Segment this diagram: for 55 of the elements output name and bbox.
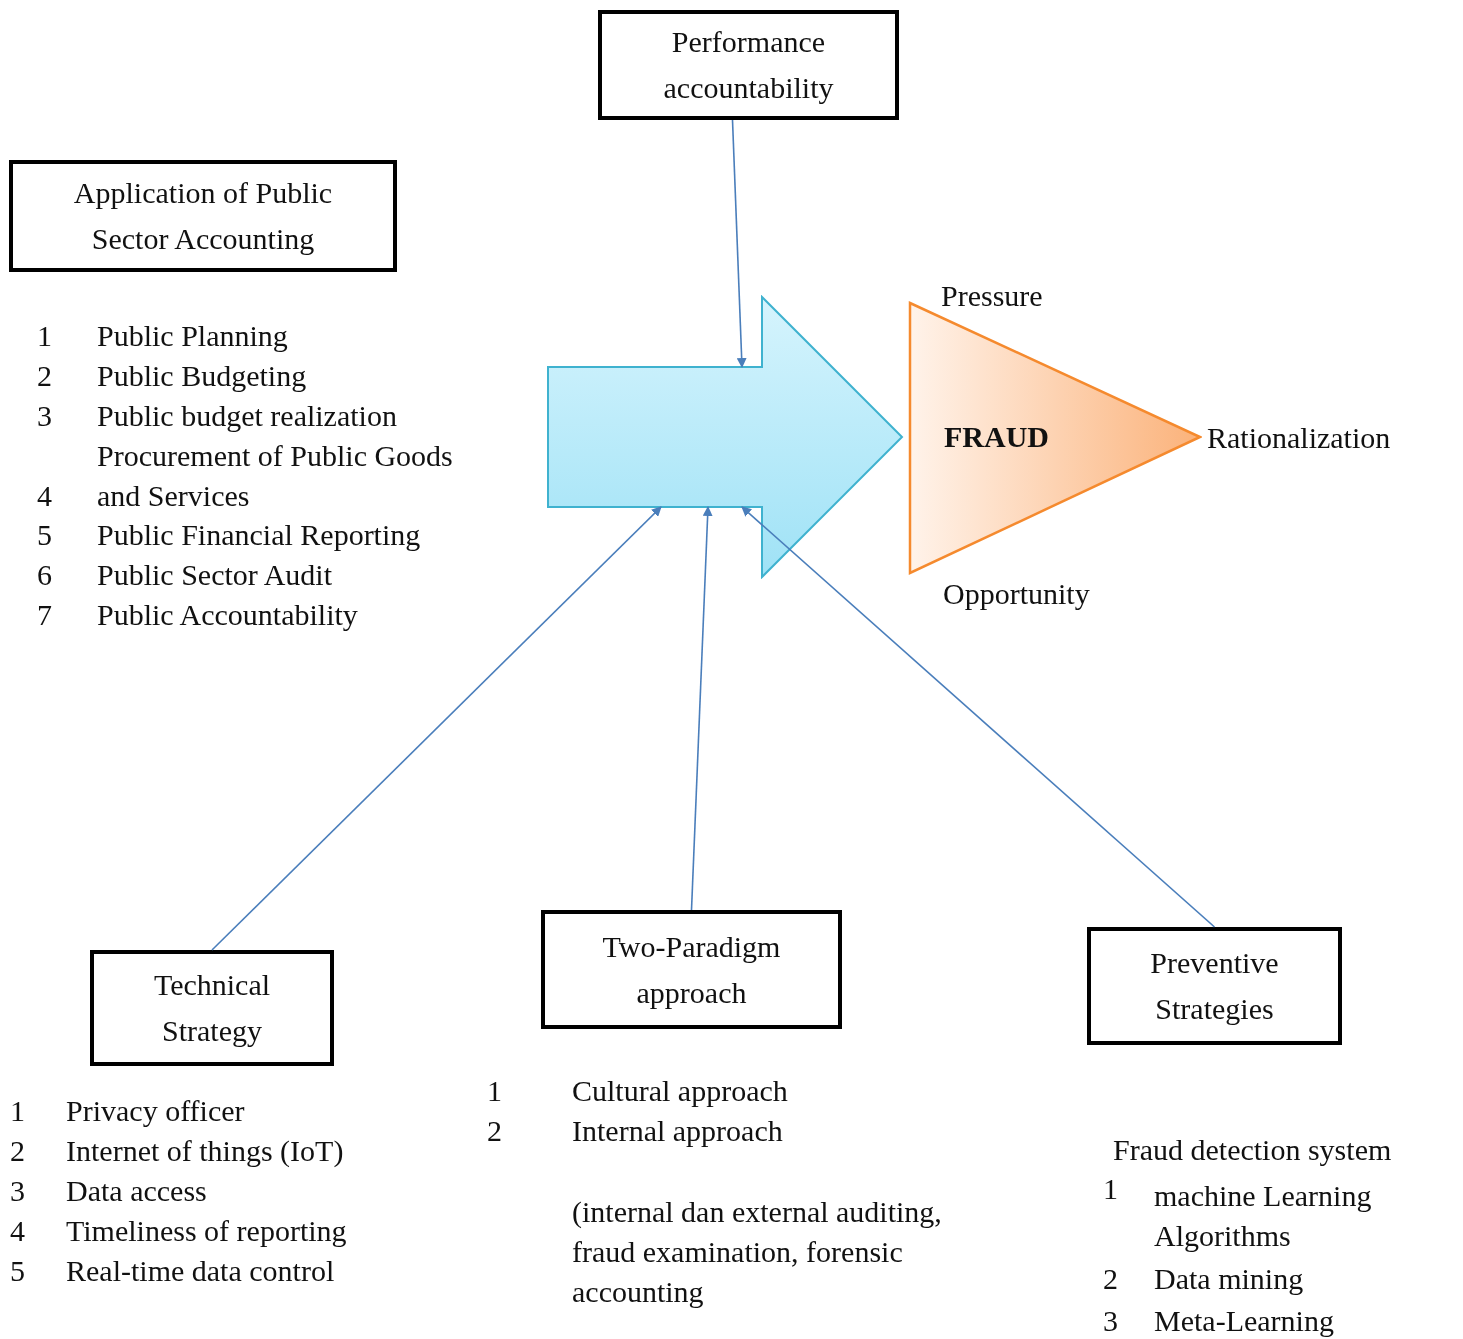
node-label: FRAUD (944, 419, 1049, 455)
list-number: 2 (1103, 1261, 1118, 1297)
box-label: Application of Public Sector Accounting (72, 175, 334, 257)
list-number: 4 (10, 1213, 25, 1249)
arrow (690, 506, 713, 911)
block-arrow (546, 295, 904, 579)
list-number: 5 (10, 1253, 25, 1289)
list-item: Internal approach (572, 1113, 783, 1149)
list-item: Public Financial Reporting (97, 517, 421, 553)
list-number: 5 (37, 517, 52, 553)
text-box (541, 910, 842, 1029)
list-number: 1 (37, 318, 52, 354)
list-number: 4 (37, 478, 52, 514)
text-box (9, 160, 397, 272)
side-label: Opportunity (943, 576, 1090, 612)
text-box (598, 10, 899, 120)
list-item: Public budget realization (97, 398, 397, 434)
list-item: 3 (37, 398, 52, 434)
list-item: Data access (66, 1173, 207, 1209)
list-number: 3 (1103, 1303, 1118, 1339)
list-number: 7 (37, 597, 52, 633)
arrow (731, 119, 747, 368)
arrow (741, 506, 1216, 928)
list-item: Meta-Learning (1154, 1303, 1334, 1339)
list-item: machine Learning Algorithms (1154, 1178, 1373, 1254)
list-number: 6 (37, 557, 52, 593)
arrow (211, 506, 662, 951)
list-number: 1 (1103, 1171, 1118, 1207)
list-item: Cultural approach (572, 1073, 788, 1109)
list-number: 2 (487, 1113, 502, 1149)
list-item: Public Accountability (97, 597, 358, 633)
box-label: Technical Strategy (152, 967, 272, 1049)
list-number: 2 (10, 1133, 25, 1169)
text-box (1087, 927, 1342, 1045)
list-number: 1 (10, 1093, 25, 1129)
list-item: Real-time data control (66, 1253, 335, 1289)
note-text: (internal dan external auditing, fraud examination, forensic accounting (572, 1194, 943, 1310)
list-item: Public Budgeting (97, 358, 307, 394)
list-item: Public Sector Audit (97, 557, 332, 593)
text-box (90, 950, 334, 1066)
list-number: 2 (37, 358, 52, 394)
list-number: 1 (487, 1073, 502, 1109)
box-label: Performance accountability (662, 24, 835, 106)
list-item: Procurement of Public Goods and Services (97, 438, 454, 514)
list-item: Privacy officer (66, 1093, 245, 1129)
side-label: Pressure (941, 278, 1043, 314)
list-item: Data mining (1154, 1261, 1304, 1297)
side-label: Rationalization (1207, 420, 1391, 456)
box-label: Two-Paradigm approach (601, 928, 782, 1011)
list-number: 3 (10, 1173, 25, 1209)
list-item: Timeliness of reporting (66, 1213, 347, 1249)
list-item: Internet of things (IoT) (66, 1133, 344, 1169)
list-heading: Fraud detection system (1113, 1132, 1392, 1168)
list-item: Public Planning (97, 318, 288, 354)
box-label: Preventive Strategies (1149, 945, 1280, 1027)
